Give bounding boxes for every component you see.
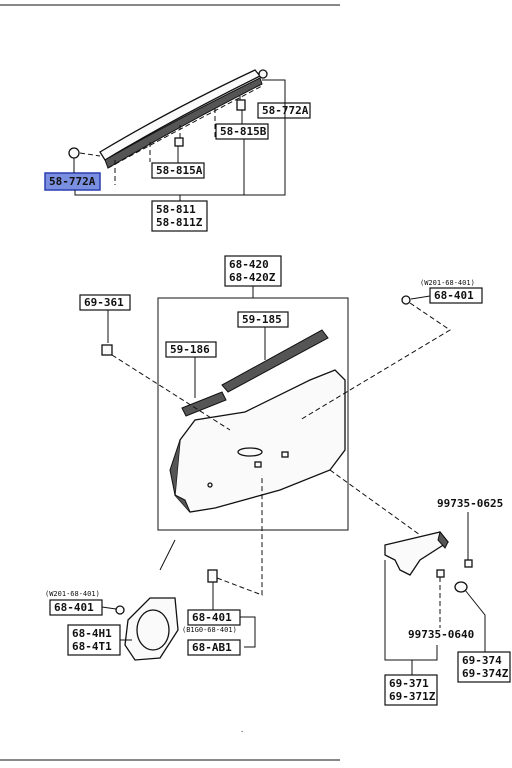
strip-59-185 bbox=[221, 329, 329, 393]
label-58-815b[interactable]: 58-815B bbox=[215, 123, 269, 140]
svg-text:69-371: 69-371 bbox=[389, 677, 429, 690]
door-trim-panel bbox=[169, 369, 346, 513]
svg-text:68-401: 68-401 bbox=[192, 611, 232, 624]
label-68-ab1[interactable]: 68-AB1 bbox=[187, 639, 241, 656]
svg-text:58-772A: 58-772A bbox=[49, 175, 96, 188]
svg-text:69-374Z: 69-374Z bbox=[462, 667, 509, 680]
weatherstrip-assembly bbox=[99, 69, 263, 185]
svg-text:68-420: 68-420 bbox=[229, 258, 269, 271]
label-68-420[interactable]: 68-420 68-420Z bbox=[224, 255, 282, 287]
svg-text:59-185: 59-185 bbox=[242, 313, 282, 326]
svg-text:68-4T1: 68-4T1 bbox=[72, 640, 112, 653]
svg-text:69-361: 69-361 bbox=[84, 296, 124, 309]
label-68-4h1[interactable]: 68-4H1 68-4T1 bbox=[67, 624, 121, 656]
strip-59-186 bbox=[181, 391, 227, 417]
label-58-772a-left-highlighted[interactable]: 58-772A bbox=[44, 172, 101, 191]
screw-right-icon bbox=[258, 69, 268, 79]
clip-815a-icon bbox=[174, 137, 184, 147]
screw-left-icon bbox=[68, 147, 80, 159]
clip-815b-icon bbox=[236, 99, 246, 111]
clip-68-401-icon bbox=[401, 295, 411, 305]
label-59-185[interactable]: 59-185 bbox=[237, 311, 289, 328]
svg-text:59-186: 59-186 bbox=[170, 343, 210, 356]
label-58-811[interactable]: 58-811 58-811Z bbox=[151, 200, 208, 232]
svg-text:(B1G0-68-401): (B1G0-68-401) bbox=[182, 626, 237, 634]
svg-text:68-4H1: 68-4H1 bbox=[72, 627, 112, 640]
svg-text:68-401: 68-401 bbox=[434, 289, 474, 302]
svg-text:99735-0625: 99735-0625 bbox=[437, 497, 503, 510]
trim-group-frame bbox=[157, 297, 349, 531]
svg-text:68-AB1: 68-AB1 bbox=[192, 641, 232, 654]
label-68-401-center[interactable]: 68-401 bbox=[187, 609, 241, 626]
label-59-186[interactable]: 59-186 bbox=[165, 341, 217, 358]
svg-text:58-811: 58-811 bbox=[156, 203, 196, 216]
svg-text:(W201-68-401): (W201-68-401) bbox=[420, 279, 475, 287]
label-69-374[interactable]: 69-374 69-374Z bbox=[457, 651, 511, 683]
svg-text:68-401: 68-401 bbox=[54, 601, 94, 614]
svg-text:58-815B: 58-815B bbox=[220, 125, 267, 138]
svg-text:68-420Z: 68-420Z bbox=[229, 271, 276, 284]
footer-dot: . bbox=[240, 726, 244, 734]
label-69-371[interactable]: 69-371 69-371Z bbox=[384, 674, 438, 706]
svg-text:69-371Z: 69-371Z bbox=[389, 690, 436, 703]
label-69-361[interactable]: 69-361 bbox=[79, 294, 131, 311]
clip-69-361-icon bbox=[101, 344, 113, 356]
label-58-772a-right[interactable]: 58-772A bbox=[257, 102, 311, 119]
pointer-stroke bbox=[159, 539, 176, 571]
clip-68-401-center-icon bbox=[207, 569, 218, 583]
label-68-401-top[interactable]: 68-401 bbox=[429, 287, 483, 304]
svg-text:99735-0640: 99735-0640 bbox=[408, 628, 474, 641]
screw-99735-0640-icon bbox=[436, 569, 445, 578]
armrest-bracket bbox=[384, 530, 449, 576]
label-58-815a[interactable]: 58-815A bbox=[151, 162, 205, 179]
svg-text:58-811Z: 58-811Z bbox=[156, 216, 203, 229]
svg-text:69-374: 69-374 bbox=[462, 654, 502, 667]
svg-text:58-815A: 58-815A bbox=[156, 164, 203, 177]
label-68-401-left[interactable]: 68-401 bbox=[49, 599, 103, 616]
handle-bezel bbox=[124, 597, 179, 661]
cap-69-374-icon bbox=[454, 581, 468, 593]
clip-68-401-left-icon bbox=[115, 605, 125, 615]
screw-99735-0625-icon bbox=[464, 559, 473, 568]
svg-text:(W201-68-401): (W201-68-401) bbox=[45, 590, 100, 598]
